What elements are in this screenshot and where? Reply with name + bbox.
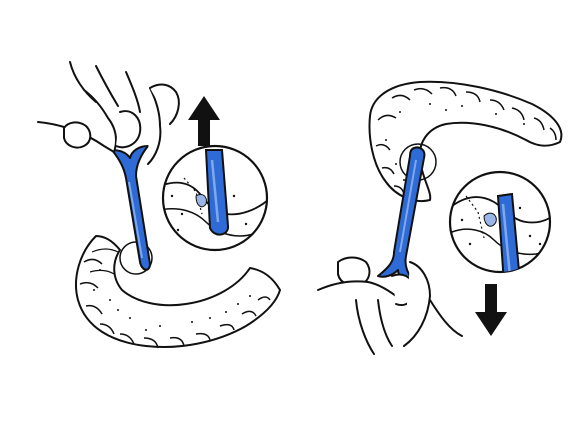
detail-magnifier-left bbox=[161, 144, 269, 252]
aligner-gap-highlight bbox=[195, 193, 207, 208]
tool-tip-magnified bbox=[204, 149, 229, 236]
blue-removal-tool bbox=[377, 146, 426, 283]
step-2-panel bbox=[317, 80, 563, 355]
aligner-gap-highlight bbox=[483, 212, 497, 227]
step-1-panel bbox=[37, 61, 281, 349]
blue-removal-tool bbox=[111, 145, 151, 271]
aligner-tray-lower bbox=[75, 235, 281, 349]
arrow-up-icon bbox=[188, 96, 220, 146]
hand-left bbox=[37, 61, 180, 165]
detail-magnifier-right bbox=[448, 170, 552, 274]
arrow-down-icon bbox=[475, 284, 507, 336]
hand-right bbox=[317, 256, 463, 355]
